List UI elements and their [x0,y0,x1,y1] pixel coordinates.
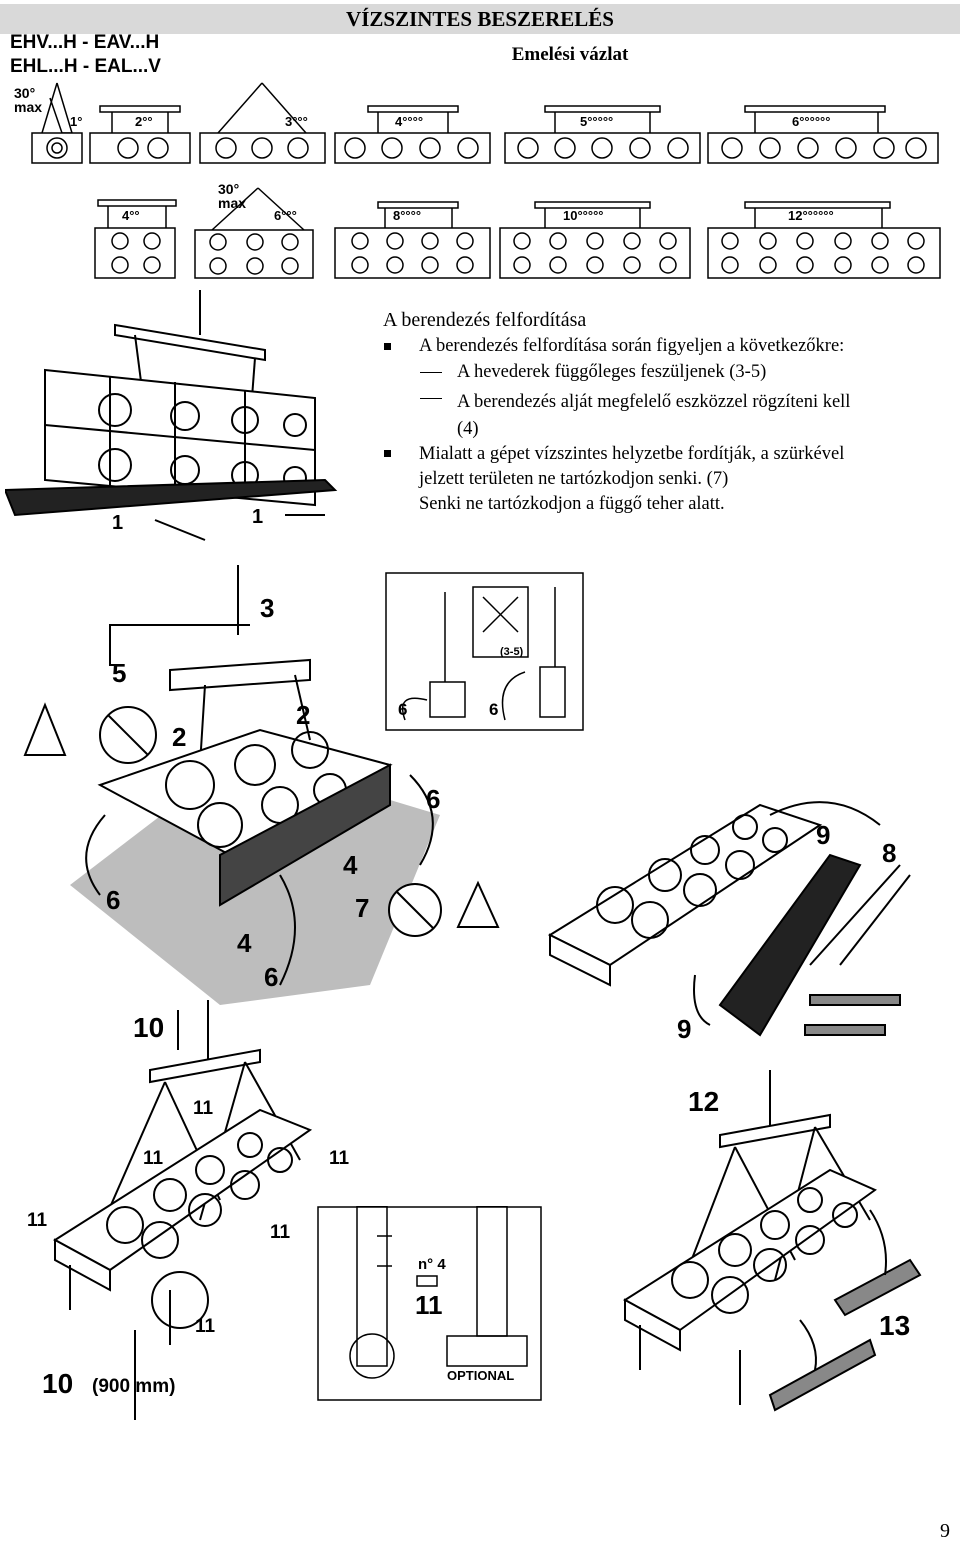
legs-label-11e: 11 [270,1222,291,1243]
bullet-2-line-3: Senki ne tartózkodjon a függő teher alat… [419,494,725,514]
flip-label-1b: 1 [252,506,264,528]
bullet-marker-2 [384,450,391,457]
pallet-label-8: 8 [882,838,897,868]
dash-marker-2 [420,398,442,399]
dash-1: A hevederek függőleges feszüljenek (3-5) [457,362,767,382]
model-line-2: EHL...H - EAL...V [10,56,161,77]
unit-label-r2-3: 8°°°° [393,208,422,223]
unit-label-3: 3°°° [285,114,308,129]
pallet-label-9a: 9 [816,820,831,850]
turn-label-7: 7 [355,893,370,923]
legs-illustration [53,1000,313,1420]
dash-2-line-2: (4) [457,419,479,439]
lowering-illustration [623,1070,922,1412]
bullet-2-line-2: jelzett területen ne tartózkodjon senki.… [419,469,729,489]
header-bar [0,4,960,34]
legs-label-10a: 10 [133,1012,165,1043]
angle-max: max [14,99,43,115]
section-title: A berendezés felfordítása [383,309,587,331]
inset-diagram [385,572,584,731]
legs-label-900mm: (900 mm) [92,1376,176,1397]
model-list: EHV...H - EAV...H EHL...H - EAL...V [10,31,161,79]
turning-illustration [23,565,500,1005]
model-line-1: EHV...H - EAV...H [10,32,160,53]
subtitle: Emelési vázlat [511,44,629,65]
angle-note: 30° max [14,86,42,114]
angle-value-2: 30° [218,181,240,197]
lifting-schema-row-1 [31,82,939,164]
lifting-schema-row-2 [94,187,941,279]
pallet-illustration [547,801,911,1037]
unit-label-r2-2: 6°°° [274,208,297,223]
page-number: 9 [940,1520,950,1542]
unit-label-6: 6°°°°°° [792,114,831,129]
page-title: VÍZSZINTES BESZERELÉS [346,7,614,31]
leg-detail-optional: OPTIONAL [447,1368,515,1383]
unit-label-2: 2°° [135,114,153,129]
turn-label-6b: 6 [106,885,121,915]
inset-label-6b: 6 [489,700,499,719]
leg-detail-box [317,1206,542,1401]
legs-label-11d: 11 [27,1210,48,1231]
turn-label-5: 5 [112,658,127,688]
unit-label-4: 4°°°° [395,114,424,129]
leg-detail-11: 11 [415,1290,443,1320]
unit-label-r2-4: 10°°°°° [563,208,604,223]
legs-label-11f: 11 [195,1316,216,1337]
turn-label-6c: 6 [264,962,279,992]
flip-illustration [5,290,338,541]
bullet-2-line-1: Mialatt a gépet vízszintes helyzetbe for… [419,444,845,464]
legs-label-11a: 11 [193,1098,214,1119]
flip-label-1: 1 [112,512,124,534]
turn-label-6a: 6 [426,784,441,814]
pallet-label-9b: 9 [677,1014,692,1044]
turn-label-4b: 4 [237,928,252,958]
dash-2-line-1: A berendezés alját megfelelő eszközzel r… [457,392,851,412]
turn-label-2a: 2 [172,722,187,752]
unit-label-r2-5: 12°°°°°° [788,208,834,223]
turn-label-4a: 4 [343,850,358,880]
lower-label-13: 13 [879,1310,911,1341]
bullet-marker-1 [384,343,391,350]
inset-label-6a: 6 [398,700,408,719]
angle-max-2: max [218,195,247,211]
lower-label-12: 12 [688,1086,720,1117]
legs-label-11b: 11 [143,1148,164,1169]
leg-detail-n4: n° 4 [418,1256,446,1273]
dash-marker-1 [420,372,442,373]
angle-value: 30° [14,85,36,101]
unit-label-1: 1° [70,114,83,129]
unit-label-5: 5°°°°° [580,114,614,129]
legs-label-10b: 10 [42,1368,74,1399]
bullet-1: A berendezés felfordítása során figyelje… [419,336,845,356]
angle-note-2: 30° max [218,182,246,210]
inset-label-3-5: (3-5) [500,646,524,658]
turn-label-3: 3 [260,593,275,623]
unit-label-r2-1: 4°° [122,208,140,223]
turn-label-2b: 2 [296,700,311,730]
legs-label-11c: 11 [329,1148,350,1169]
